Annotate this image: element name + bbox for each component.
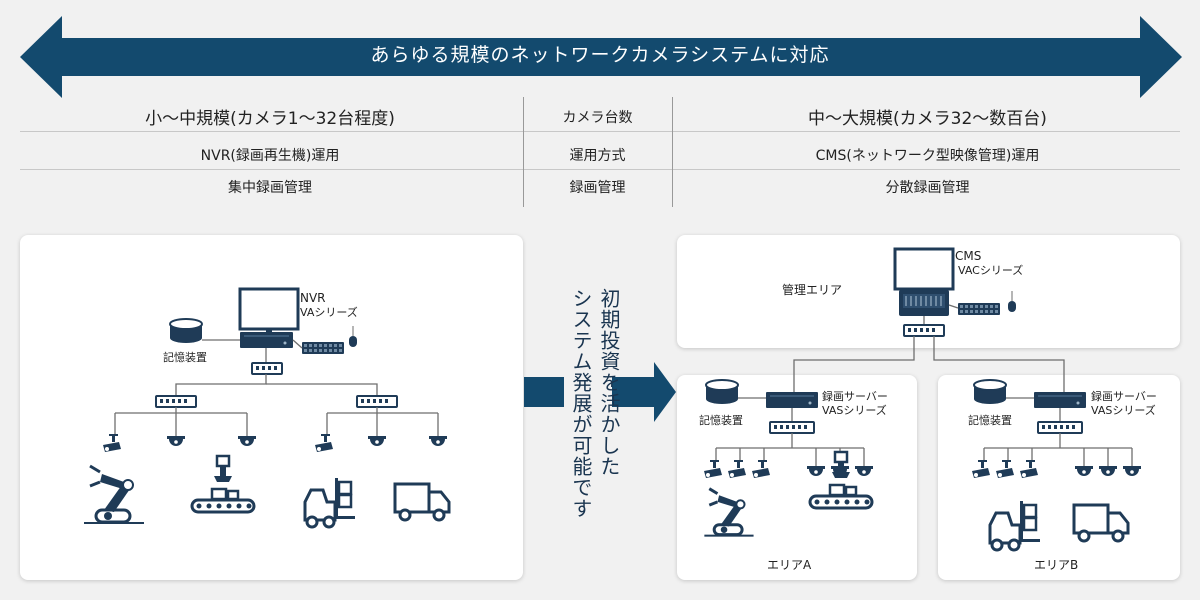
conveyor-icon [190, 454, 256, 514]
dome-camera-icon [368, 436, 386, 446]
bullet-camera-icon [972, 460, 990, 478]
area-a-server-series: VASシリーズ [822, 404, 887, 417]
area-a-name: エリアA [767, 558, 812, 572]
cms-label: CMS [955, 249, 982, 263]
expansion-text-line1: 初期投資を活かした [597, 288, 621, 477]
recording-server-icon [1034, 392, 1086, 408]
recording-server-icon [766, 392, 818, 408]
nvr-label: NVR [300, 291, 326, 305]
conveyor-icon [808, 450, 874, 510]
row-recording-label: 録画管理 [569, 180, 626, 196]
nvr-recorder-icon [240, 332, 293, 348]
forklift-icon [303, 478, 355, 529]
robot-arm-icon [84, 464, 144, 524]
table-divider [20, 169, 1180, 170]
row-recording-left: 集中録画管理 [228, 180, 312, 196]
monitor-icon [238, 287, 300, 339]
dome-camera-icon [238, 436, 256, 446]
storage-icon [169, 318, 203, 343]
row-operation-label: 運用方式 [569, 148, 626, 164]
truck-icon [1072, 503, 1130, 543]
table-column-divider [672, 97, 673, 207]
bullet-camera-icon [704, 460, 722, 478]
network-switch-icon [251, 362, 283, 375]
area-a-server-label: 録画サーバー [822, 390, 888, 403]
bullet-camera-icon [1020, 460, 1038, 478]
area-b-server-label: 録画サーバー [1091, 390, 1157, 403]
keyboard-icon [302, 342, 344, 354]
cms-series-label: VACシリーズ [958, 264, 1024, 277]
robot-arm-icon [704, 487, 754, 537]
bullet-camera-icon [996, 460, 1014, 478]
forklift-icon [988, 501, 1040, 552]
bullet-camera-icon [103, 434, 121, 452]
dome-camera-icon [167, 436, 185, 446]
header-small-medium: 小〜中規模(カメラ1〜32台程度) [145, 109, 395, 129]
expansion-text-line2: システム発展が可能です [569, 288, 593, 519]
bullet-camera-icon [728, 460, 746, 478]
dome-camera-icon [1099, 466, 1117, 476]
bullet-camera-icon [315, 434, 333, 452]
row-recording-right: 分散録画管理 [885, 180, 970, 196]
area-b-storage-label: 記憶装置 [968, 414, 1012, 427]
connection-line [948, 304, 959, 309]
area-b-panel [938, 375, 1180, 580]
area-a-storage-label: 記憶装置 [699, 414, 743, 427]
table-column-divider [523, 97, 524, 207]
cms-workstation-icon [899, 290, 949, 316]
area-a-panel [677, 375, 917, 580]
dome-camera-icon [1075, 466, 1093, 476]
network-switch-icon [903, 324, 945, 337]
bullet-camera-icon [752, 460, 770, 478]
network-switch-icon [769, 421, 815, 434]
storage-label: 記憶装置 [163, 351, 207, 364]
keyboard-icon [958, 303, 1000, 315]
management-area-label: 管理エリア [782, 283, 843, 297]
header-camera-count: カメラ台数 [562, 110, 633, 126]
table-divider [20, 131, 1180, 132]
row-operation-right: CMS(ネットワーク型映像管理)運用 [815, 148, 1040, 164]
area-b-name: エリアB [1034, 558, 1079, 572]
banner-title: あらゆる規模のネットワークカメラシステムに対応 [370, 44, 830, 66]
storage-icon [973, 379, 1007, 404]
mouse-icon [349, 326, 357, 347]
area-b-server-series: VASシリーズ [1091, 404, 1156, 417]
dome-camera-icon [855, 466, 873, 476]
network-switch-icon [356, 395, 398, 408]
connection-line [292, 339, 303, 349]
network-switch-icon [155, 395, 197, 408]
network-switch-icon [1037, 421, 1083, 434]
dome-camera-icon [429, 436, 447, 446]
dome-camera-icon [807, 466, 825, 476]
connection-line [933, 336, 1065, 392]
row-operation-left: NVR(録画再生機)運用 [200, 148, 340, 164]
storage-icon [705, 379, 739, 404]
connection-line [266, 383, 378, 396]
mouse-icon [1008, 291, 1016, 312]
connection-line [175, 374, 267, 396]
connection-line [793, 336, 915, 392]
nvr-series-label: VAシリーズ [300, 306, 358, 319]
truck-icon [393, 482, 451, 522]
dome-camera-icon [1123, 466, 1141, 476]
header-medium-large: 中〜大規模(カメラ32〜数百台) [808, 109, 1047, 129]
